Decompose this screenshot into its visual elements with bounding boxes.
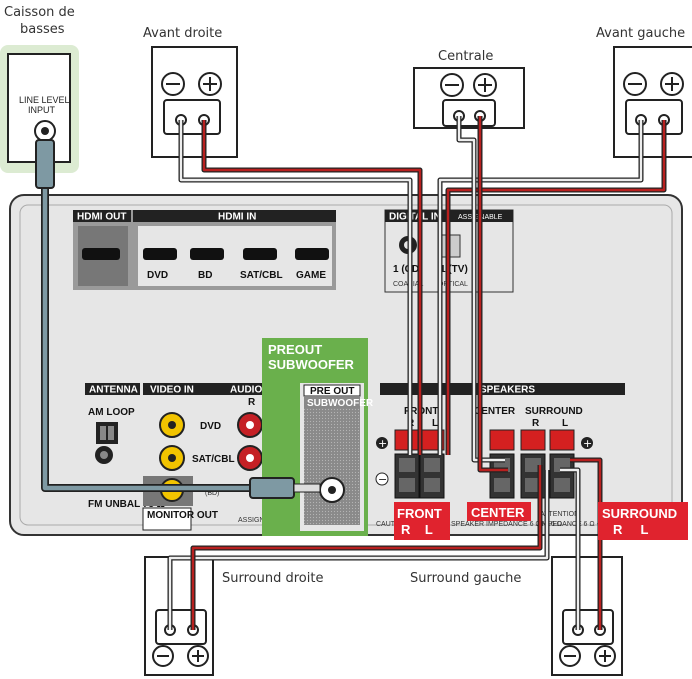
monitor-out-label: MONITOR OUT [147,510,218,521]
speaker-center: Centrale [413,49,525,129]
speaker-front-right: Avant droite [143,26,238,158]
subwoofer-label: SUBWOOFER [307,398,374,409]
line-level-line2: INPUT [28,105,56,115]
fm-unbal-label: FM UNBAL 75 Ω [88,499,165,510]
speaker-surround-left: Surround gauche [410,556,623,676]
video-in-label: VIDEO IN [150,385,194,396]
hdmi-out-label: HDMI OUT [77,212,126,223]
svg-text:−: − [378,473,387,486]
am-loop-terminal[interactable] [96,422,118,444]
receiver-panel: HDMI OUT HDMI IN DVD BD SAT/CBL GAME DIG… [9,194,683,536]
callout-surround-rl: R L [613,522,648,537]
assignable-lower-label: ASSIGNABLE [238,517,283,524]
front-l-label: L [432,418,438,429]
callout-front-label: FRONT [397,506,442,521]
hdmi-in-port-dvd[interactable] [143,248,177,260]
hdmi-label-dvd: DVD [147,270,168,281]
svg-text:+: + [583,437,592,450]
am-loop-label: AM LOOP [88,407,135,418]
subwoofer-title-line2: basses [20,22,65,37]
callout-front: FRONT R L [394,502,450,540]
subwoofer-title-line1: Caisson de [4,5,75,20]
audio-in-label: AUDIO IN [230,385,275,396]
surround-label: SURROUND [525,406,583,417]
callout-surround-label: SURROUND [602,506,677,521]
pre-out-label: PRE OUT [310,386,354,397]
sat-cbl-label: SAT/CBL [192,454,235,465]
callout-center: CENTER [467,502,531,521]
digital-port-2: 1 (TV) [440,264,468,275]
digital-in-label: DIGITAL IN [389,212,441,223]
impedance-label: SPEAKER IMPEDANCE 6 Ω - 16 Ω [451,521,562,528]
center-title: Centrale [438,49,493,64]
front-left-title: Avant gauche [596,26,685,41]
speakers-label: SPEAKERS [480,385,535,396]
dvd-label: DVD [200,421,221,432]
hdmi-label-sat: SAT/CBL [240,270,283,281]
audio-r-label: R [248,397,256,408]
optical-label: OPTICAL [438,281,468,288]
callout-front-rl: R L [401,522,433,537]
surround-r-label: R [532,418,540,429]
callout-center-label: CENTER [471,505,525,520]
speaker-cables [35,116,667,630]
hdmi-in-port-bd[interactable] [190,248,224,260]
attention-label: ATTENTION: [540,511,581,518]
center-label: CENTER [474,406,516,417]
hdmi-in-port-sat[interactable] [243,248,277,260]
preout-callout-line2: SUBWOOFER [268,357,355,372]
surround-left-title: Surround gauche [410,571,521,586]
svg-text:+: + [378,437,387,450]
surround-right-title: Surround droite [222,571,323,586]
antenna-section: ANTENNA AM LOOP FM UNBAL 75 Ω [85,383,165,510]
speakers-section: SPEAKERS FRONT R L CENTER SURROUND R L +… [375,383,625,528]
line-level-line1: LINE LEVEL [19,95,70,105]
surround-l-label: L [562,418,568,429]
preout-section: PREOUT SUBWOOFER PRE OUT SUBWOOFER [262,338,374,536]
antenna-label: ANTENNA [89,385,138,396]
hdmi-section: HDMI OUT HDMI IN DVD BD SAT/CBL GAME [73,210,336,290]
preout-callout-line1: PREOUT [268,342,322,357]
bd-label: (BD) [205,490,219,497]
hdmi-in-port-game[interactable] [295,248,329,260]
hdmi-label-bd: BD [198,270,212,281]
hdmi-out-port[interactable] [82,248,120,260]
hdmi-label-game: GAME [296,270,326,281]
hdmi-in-label: HDMI IN [218,212,256,223]
caution-label: CAUTION: [376,521,410,528]
front-right-title: Avant droite [143,26,222,41]
speaker-front-left: Avant gauche [596,26,692,158]
speaker-terminals[interactable] [394,429,575,499]
callout-surround: SURROUND R L [598,502,688,540]
